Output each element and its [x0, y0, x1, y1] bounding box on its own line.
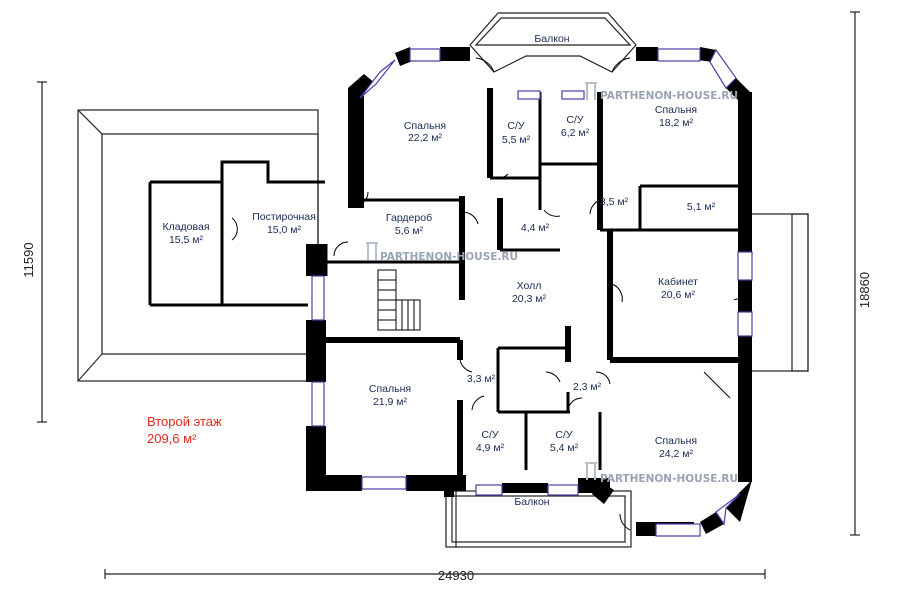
hall-area: 20,3 м²: [512, 293, 547, 305]
hall-name: Холл: [517, 280, 542, 292]
bedroom-ne-area: 18,2 м²: [659, 117, 694, 129]
wc-1-area: 5,5 м²: [502, 134, 531, 146]
balcony-bottom-label: Балкон: [514, 496, 549, 508]
dimension-depth-right: 18860: [857, 272, 872, 308]
storage-area: 15,5 м²: [169, 234, 204, 246]
interior-walls: [324, 88, 738, 475]
watermarks: PARTHENON-HOUSE.RU PARTHENON-HOUSE.RU PA…: [366, 82, 738, 485]
room-3-3-area: 3,3 м²: [467, 373, 496, 385]
utility-block: [148, 160, 325, 307]
room-labels: Балкон Спальня 22,2 м² С/У 5,5 м² С/У 6,…: [162, 33, 715, 508]
watermark-logo-icon: [366, 242, 378, 260]
windows: [311, 48, 753, 537]
bedroom-ne-name: Спальня: [655, 104, 697, 116]
exterior-walls: [306, 47, 752, 536]
wardrobe-name: Гардероб: [386, 212, 432, 224]
wc-2-name: С/У: [566, 114, 584, 126]
watermark-logo-icon: [585, 82, 597, 100]
study-area: 20,6 м²: [661, 289, 696, 301]
balcony-top-label: Балкон: [534, 33, 569, 45]
wc-4-area: 5,4 м²: [550, 442, 579, 454]
floor-title: Второй этаж: [147, 414, 222, 429]
room-2-3-area: 2,3 м²: [573, 381, 602, 393]
dimension-depth-left: 11590: [21, 242, 36, 277]
watermark-logo-icon: [585, 462, 597, 480]
wc-3-name: С/У: [481, 429, 499, 441]
storage-name: Кладовая: [162, 221, 209, 233]
room-3-5-area: 3,5 м²: [600, 196, 629, 208]
wardrobe-area: 5,6 м²: [395, 225, 424, 237]
bedroom-nw-name: Спальня: [404, 120, 446, 132]
room-5-1-area: 5,1 м²: [687, 201, 716, 213]
room-4-4-area: 4,4 м²: [521, 222, 550, 234]
bedroom-sw-name: Спальня: [369, 383, 411, 395]
wc-4-name: С/У: [555, 429, 573, 441]
bedroom-nw-area: 22,2 м²: [408, 132, 443, 144]
watermark-bottom: PARTHENON-HOUSE.RU: [600, 473, 738, 485]
wc-3-area: 4,9 м²: [476, 442, 505, 454]
floor-area: 209,6 м²: [147, 431, 197, 446]
wc-1-name: С/У: [507, 120, 525, 132]
study-name: Кабинет: [658, 276, 698, 288]
laundry-area: 15,0 м²: [267, 224, 302, 236]
dimension-width: 24930: [438, 568, 474, 583]
door-swings: [231, 57, 747, 531]
bedroom-sw-area: 21,9 м²: [373, 396, 408, 408]
bedroom-se-area: 24,2 м²: [659, 448, 694, 460]
east-bay-window: [747, 213, 809, 372]
watermark-middle: PARTHENON-HOUSE.RU: [380, 251, 518, 263]
staircase: [377, 269, 421, 331]
wc-2-area: 6,2 м²: [561, 127, 590, 139]
watermark-top: PARTHENON-HOUSE.RU: [600, 90, 738, 102]
bedroom-se-name: Спальня: [655, 435, 697, 447]
dimension-lines: [37, 11, 860, 579]
laundry-name: Постирочная: [252, 211, 316, 223]
